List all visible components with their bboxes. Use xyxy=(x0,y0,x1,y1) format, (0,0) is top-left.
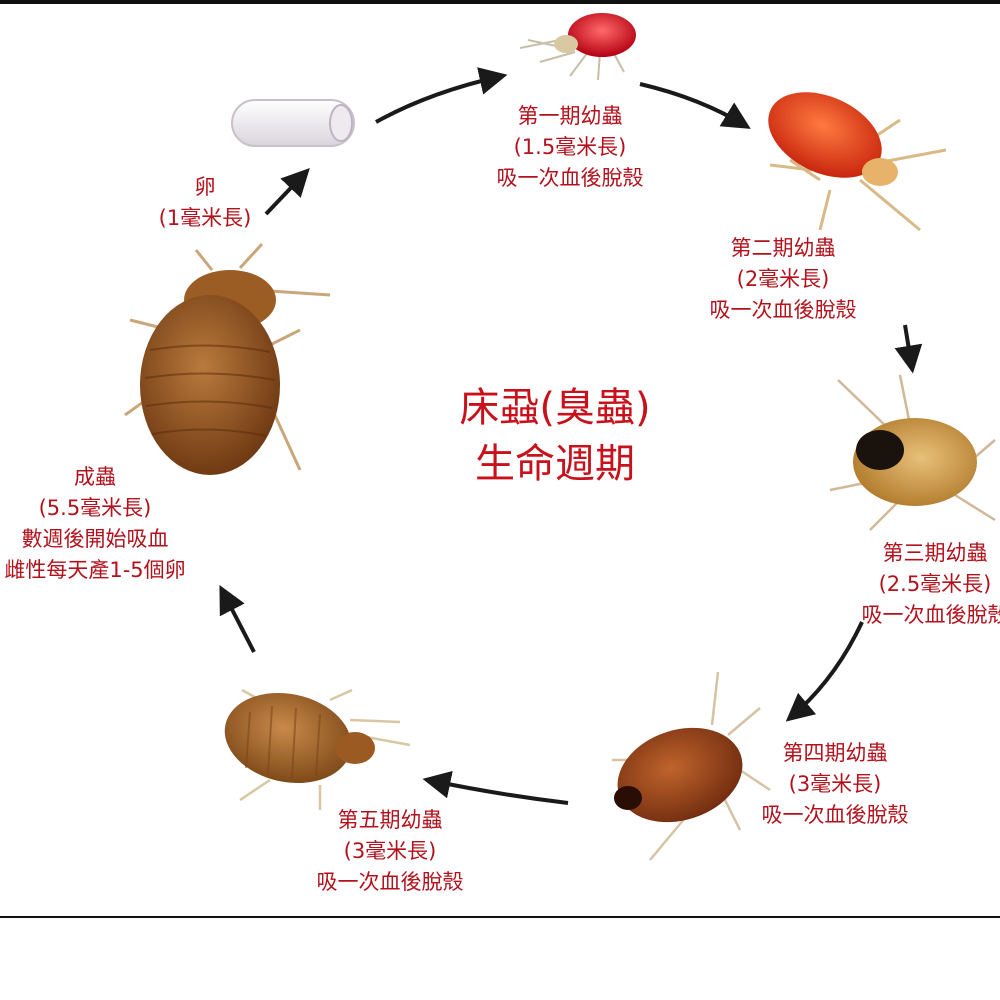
egg-name: 卵 xyxy=(194,175,216,199)
adult-name: 成蟲 xyxy=(74,465,116,489)
nymph4-label: 第四期幼蟲 (3毫米長) 吸一次血後脫殼 xyxy=(720,738,950,831)
nymph4-name: 第四期幼蟲 xyxy=(782,741,888,765)
adult-label: 成蟲 (5.5毫米長) 數週後開始吸血 雌性每天產1-5個卵 xyxy=(0,462,230,586)
title-line2: 生命週期 xyxy=(475,441,635,487)
arrow-nymph4-to-nymph5 xyxy=(422,770,569,805)
nymph3-label: 第三期幼蟲 (2.5毫米長) 吸一次血後脫殼 xyxy=(820,538,1000,631)
nymph4-image xyxy=(612,671,771,861)
nymph2-name: 第二期幼蟲 xyxy=(730,236,836,260)
arrow-nymph1-to-nymph2 xyxy=(639,82,751,129)
title-line1: 床蝨(臭蟲) xyxy=(459,385,651,431)
cycle-arrows xyxy=(219,67,923,805)
nymph2-label: 第二期幼蟲 (2毫米長) 吸一次血後脫殼 xyxy=(668,233,898,326)
arrow-egg-to-nymph1 xyxy=(375,67,508,124)
adult-size: (5.5毫米長) xyxy=(38,496,152,520)
nymph5-note: 吸一次血後脫殼 xyxy=(316,870,464,894)
egg-size: (1毫米長) xyxy=(158,206,252,230)
nymph3-image xyxy=(829,374,996,531)
arrow-adult-to-egg xyxy=(264,167,310,216)
nymph3-name: 第三期幼蟲 xyxy=(882,541,988,565)
nymph3-size: (2.5毫米長) xyxy=(878,572,992,596)
nymph3-note: 吸一次血後脫殼 xyxy=(861,603,1000,627)
life-cycle-art xyxy=(124,13,996,861)
adult-note2: 雌性每天產1-5個卵 xyxy=(4,558,186,582)
top-border xyxy=(0,0,1000,4)
nymph2-size: (2毫米長) xyxy=(736,267,830,291)
egg-image xyxy=(231,99,355,147)
diagram-frame: 床蝨(臭蟲) 生命週期 卵 (1毫米長) 第一期幼蟲 (1.5毫米長) 吸一次血… xyxy=(0,0,1000,918)
egg-label: 卵 (1毫米長) xyxy=(140,172,270,234)
nymph1-image xyxy=(519,13,636,81)
nymph4-note: 吸一次血後脫殼 xyxy=(761,803,909,827)
nymph1-note: 吸一次血後脫殼 xyxy=(496,166,644,190)
nymph5-image xyxy=(224,688,411,810)
nymph4-size: (3毫米長) xyxy=(788,772,882,796)
nymph2-note: 吸一次血後脫殼 xyxy=(709,298,857,322)
arrow-nymph2-to-nymph3 xyxy=(894,324,923,374)
nymph5-label: 第五期幼蟲 (3毫米長) 吸一次血後脫殼 xyxy=(275,805,505,898)
adult-note1: 數週後開始吸血 xyxy=(21,527,169,551)
nymph5-name: 第五期幼蟲 xyxy=(337,808,443,832)
diagram-title: 床蝨(臭蟲) 生命週期 xyxy=(420,380,690,492)
nymph1-size: (1.5毫米長) xyxy=(513,135,627,159)
nymph1-name: 第一期幼蟲 xyxy=(517,104,623,128)
nymph5-size: (3毫米長) xyxy=(343,839,437,863)
nymph2-image xyxy=(768,92,947,232)
adult-image xyxy=(124,242,331,475)
bottom-border xyxy=(0,916,1000,918)
nymph1-label: 第一期幼蟲 (1.5毫米長) 吸一次血後脫殼 xyxy=(455,101,685,194)
arrow-nymph3-to-nymph4 xyxy=(785,621,864,722)
arrow-nymph5-to-adult xyxy=(219,585,256,653)
